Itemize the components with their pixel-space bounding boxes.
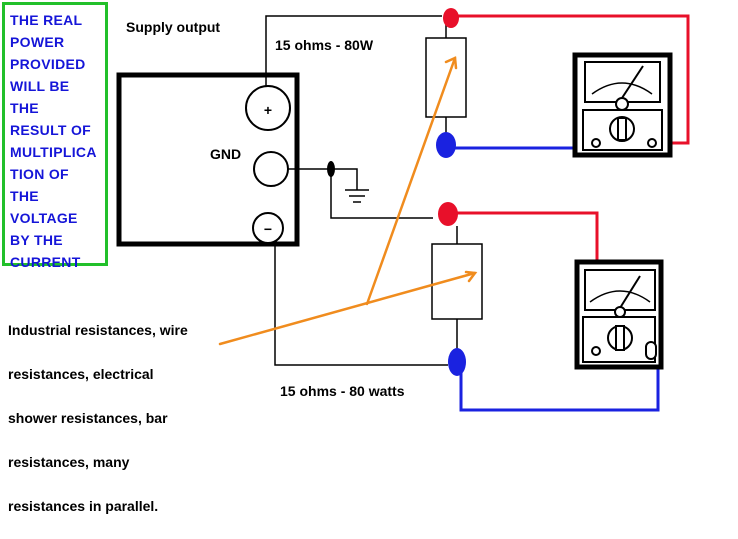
note-line: WILL BE [10, 78, 70, 94]
resistor-bottom [431, 243, 483, 320]
resistor-top-positive-node [443, 8, 459, 28]
junction-node [327, 161, 335, 177]
multimeter-bottom [574, 259, 664, 370]
gnd-label: GND [210, 146, 241, 162]
resistor-bottom-label: 15 ohms - 80 watts [280, 383, 405, 399]
resistor-top-negative-node [436, 132, 456, 158]
note-line: CURRENT [10, 254, 81, 270]
variable-resistor-arrows [218, 56, 478, 346]
circuit-diagram: + − [116, 8, 690, 412]
note-line: THE [10, 100, 39, 116]
minus-sign: − [264, 221, 272, 237]
positive-terminal: + [245, 85, 291, 131]
ground-terminal [253, 151, 289, 187]
note-line: POWER [10, 34, 65, 50]
note-line: RESULT OF [10, 122, 91, 138]
black-wiring [265, 15, 458, 366]
note-line: THE [10, 188, 39, 204]
note-line: VOLTAGE [10, 210, 78, 226]
power-note-box: THE REAL POWER PROVIDED WILL BE THE RESU… [2, 2, 108, 270]
resistor-top-label: 15 ohms - 80W [275, 37, 374, 53]
description-line: resistances, many [8, 454, 130, 470]
resistor-bottom-negative-node [448, 348, 466, 376]
note-line: MULTIPLICA [10, 144, 97, 160]
multimeter-top [572, 52, 673, 158]
description-line: shower resistances, bar [8, 410, 168, 426]
resistance-description: Industrial resistances, wire resistances… [8, 297, 188, 539]
description-line: Industrial resistances, wire [8, 322, 188, 338]
plus-sign: + [264, 102, 272, 118]
resistor-top [425, 37, 467, 118]
note-line: TION OF [10, 166, 69, 182]
description-line: resistances, electrical [8, 366, 154, 382]
note-line: BY THE [10, 232, 63, 248]
description-line: resistances in parallel. [8, 498, 159, 514]
supply-output-label: Supply output [126, 19, 220, 35]
note-line: THE REAL [10, 12, 83, 28]
resistor-bottom-positive-node [438, 202, 458, 226]
negative-terminal: − [252, 212, 284, 244]
note-line: PROVIDED [10, 56, 86, 72]
ground-symbol [345, 189, 369, 203]
